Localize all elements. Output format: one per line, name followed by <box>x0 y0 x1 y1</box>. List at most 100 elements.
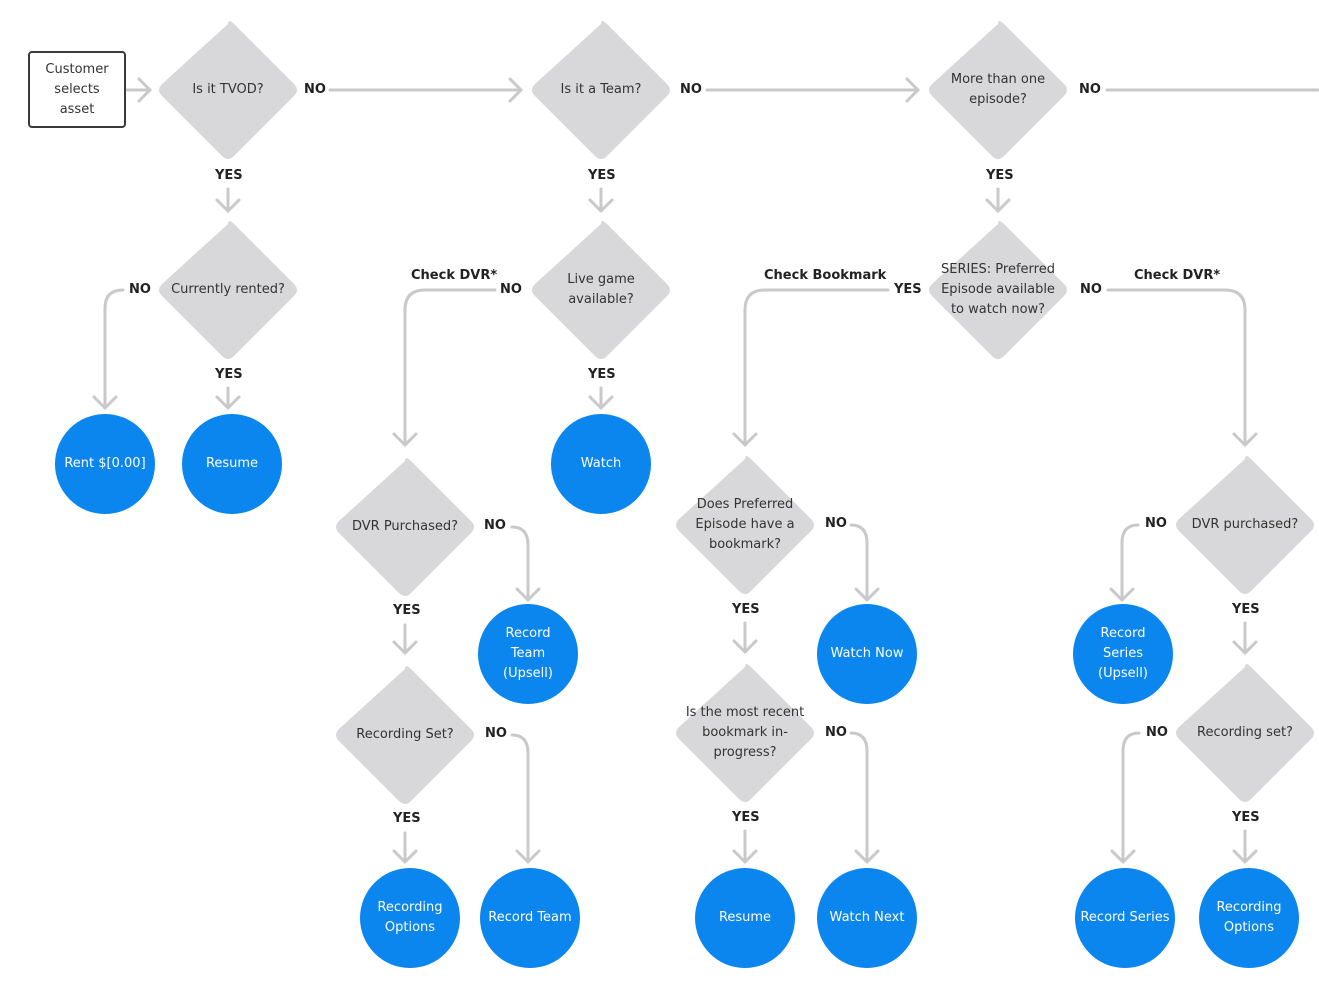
decision-episodes-shape <box>929 21 1067 159</box>
branch-label-check-dvr: Check DVR* <box>411 268 498 283</box>
branch-label-no: NO <box>1146 725 1168 740</box>
arrow-recset-recordteam <box>515 849 541 864</box>
decision-bookmark-progress-shape <box>676 664 814 802</box>
arrow-series-dvr <box>1232 432 1258 447</box>
outcome-resume-episode-shape <box>695 868 795 968</box>
decision-series-preferred: SERIES: Preferred Episode available to w… <box>941 262 1055 317</box>
branch-label-yes: YES <box>215 168 243 183</box>
link-rented-rent <box>103 288 125 410</box>
arrow-bookmark-watchnow <box>854 587 880 602</box>
link-series-bookmark <box>743 288 890 447</box>
branch-label-yes: YES <box>1232 602 1260 617</box>
branch-label-yes: YES <box>986 168 1014 183</box>
branch-label-no: NO <box>680 82 702 97</box>
arrow-start-tvod <box>137 77 152 103</box>
branch-label-yes: YES <box>588 168 616 183</box>
arrow-tvod-team <box>508 77 523 103</box>
branch-label-yes: YES <box>393 811 421 826</box>
outcome-record-team-upsell: Record Team (Upsell) <box>503 626 553 681</box>
branch-label-no: NO <box>500 282 522 297</box>
decision-team: Is it a Team? <box>560 82 642 97</box>
decision-live-game-shape <box>532 221 670 359</box>
outcome-recording-options-team-shape <box>360 868 460 968</box>
outcome-record-series-upsell: Record Series (Upsell) <box>1098 626 1148 681</box>
arrow-live-dvr <box>392 432 418 447</box>
branch-label-no: NO <box>1145 516 1167 531</box>
outcome-watch-now-shape <box>817 604 917 704</box>
branch-label-no: NO <box>825 725 847 740</box>
arrow-rented-rent <box>92 395 118 410</box>
outcome-watch-live-shape <box>551 414 651 514</box>
decision-tvod-shape <box>159 21 297 159</box>
arrow-progress-resume <box>732 849 758 864</box>
outcome-record-team-upsell-shape <box>478 604 578 704</box>
arrow-recsets-options <box>1232 849 1258 864</box>
outcome-watch-next-shape <box>817 868 917 968</box>
decision-recording-set-team: Recording Set? <box>356 727 454 742</box>
arrow-dvrs-recset <box>1232 640 1258 655</box>
branch-label-yes: YES <box>393 603 421 618</box>
arrow-dvr-upsell <box>515 587 541 602</box>
outcome-recording-options-series: Recording Options <box>1216 900 1282 935</box>
outcome-watch-next: Watch Next <box>829 910 905 925</box>
decision-team-shape <box>532 21 670 159</box>
branch-label-check-bookmark: Check Bookmark <box>764 268 887 283</box>
branch-label-yes: YES <box>732 602 760 617</box>
outcome-resume-rental-shape <box>182 414 282 514</box>
arrow-rented-resume <box>215 395 241 410</box>
branch-label-check-dvr: Check DVR* <box>1134 268 1221 283</box>
branch-label-yes: YES <box>215 367 243 382</box>
arrow-episodes-series <box>985 198 1011 213</box>
branch-label-yes: YES <box>588 367 616 382</box>
arrow-dvr-recset <box>392 640 418 655</box>
decision-live-game: Live game available? <box>567 272 635 307</box>
decision-episodes: More than one episode? <box>950 72 1046 107</box>
link-bookmark-watchnow <box>849 523 869 602</box>
start-node: Customer selects asset <box>28 51 126 128</box>
branch-label-no: NO <box>1080 282 1102 297</box>
decision-recording-set-team-shape <box>336 666 474 804</box>
link-recsets-record <box>1121 731 1141 864</box>
outcome-watch-now: Watch Now <box>830 646 904 661</box>
arrow-recsets-record <box>1110 849 1136 864</box>
link-dvrs-upsell <box>1120 523 1140 602</box>
arrow-team-live <box>588 198 614 213</box>
arrow-bookmark-progress <box>732 639 758 654</box>
outcome-rent: Rent $[0.00] <box>64 456 146 471</box>
arrow-tvod-rented <box>215 198 241 213</box>
decision-dvr-purchased-series-shape <box>1176 456 1314 594</box>
branch-label-no: NO <box>484 518 506 533</box>
branch-label-yes: YES <box>894 282 922 297</box>
decision-bookmark-progress: Is the most recent bookmark in-progress? <box>685 705 805 760</box>
decision-rented: Currently rented? <box>171 282 285 297</box>
outcome-recording-options-team: Recording Options <box>377 900 443 935</box>
decision-bookmark-shape <box>676 456 814 594</box>
arrow-progress-watchnext <box>854 849 880 864</box>
decision-rented-shape <box>159 221 297 359</box>
arrow-live-watch <box>588 395 614 410</box>
branch-label-yes: YES <box>732 810 760 825</box>
outcome-rent-shape <box>55 414 155 514</box>
arrow-recset-options <box>392 849 418 864</box>
decision-tvod: Is it TVOD? <box>192 82 264 97</box>
branch-label-no: NO <box>1079 82 1101 97</box>
branch-label-no: NO <box>485 726 507 741</box>
outcome-record-series-upsell-shape <box>1073 604 1173 704</box>
link-series-dvr <box>1106 288 1247 447</box>
link-progress-watchnext <box>849 731 869 864</box>
branch-label-no: NO <box>129 282 151 297</box>
outcome-recording-options-series-shape <box>1199 868 1299 968</box>
outcome-resume-episode: Resume <box>718 910 772 925</box>
branch-label-no: NO <box>304 82 326 97</box>
outcome-watch-live: Watch <box>580 456 622 471</box>
arrow-dvrs-upsell <box>1109 587 1135 602</box>
decision-recording-set-series: Recording set? <box>1197 725 1293 740</box>
link-live-dvr <box>403 288 497 447</box>
branch-label-yes: YES <box>1232 810 1260 825</box>
decision-dvr-purchased-series: DVR purchased? <box>1191 517 1299 532</box>
outcome-resume-rental: Resume <box>205 456 259 471</box>
arrow-team-episodes <box>905 77 920 103</box>
